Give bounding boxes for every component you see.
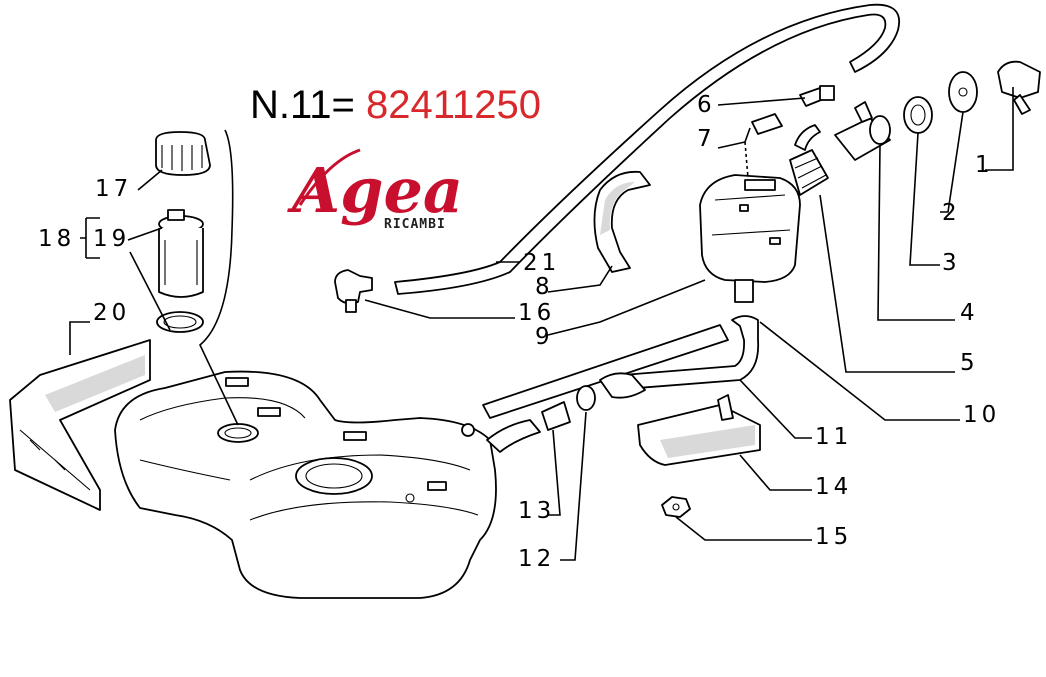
filler-neck <box>486 419 541 453</box>
callout-7: 7 <box>697 126 716 152</box>
callout-13: 13 <box>518 498 555 524</box>
part-19-fuel-pump <box>158 209 204 298</box>
part-2-flange <box>948 71 978 113</box>
callout-10: 10 <box>963 402 1000 428</box>
callout-4: 4 <box>960 300 979 326</box>
fuel-tank <box>114 370 497 599</box>
part-16-valve <box>334 269 373 313</box>
logo-tagline: RICAMBI <box>384 217 446 232</box>
part-1-connector <box>997 60 1041 115</box>
callout-17: 17 <box>95 176 132 202</box>
vent-pipe-11 <box>482 324 729 419</box>
part-21-hose <box>394 3 900 295</box>
part-20-heat-shield <box>9 339 151 511</box>
part-14-shield <box>637 394 761 466</box>
part-4-union <box>834 101 891 161</box>
part-10-tube <box>609 315 760 391</box>
callout-5: 5 <box>960 350 979 376</box>
agea-logo: Agea RICAMBI <box>287 148 463 232</box>
part-17-cap <box>155 131 211 176</box>
part-3-ring <box>903 96 933 134</box>
callout-6: 6 <box>697 92 716 118</box>
part-13-sleeve <box>541 401 571 431</box>
callout-1: 1 <box>975 152 994 178</box>
leader-lines <box>69 87 1014 561</box>
callout-11: 11 <box>815 424 852 450</box>
callout-2: 2 <box>942 200 961 226</box>
callout-15: 15 <box>815 524 852 550</box>
part-15-nut <box>661 496 691 518</box>
callout-12: 12 <box>518 546 555 572</box>
part-11-sleeve <box>599 372 646 399</box>
callout-14: 14 <box>815 474 852 500</box>
callout-20: 20 <box>93 300 130 326</box>
part-number-code: 82411250 <box>366 83 541 127</box>
callout-8: 8 <box>535 274 554 300</box>
callout-18: 18 <box>38 226 75 252</box>
callout-16: 16 <box>518 300 555 326</box>
callout-3: 3 <box>942 250 961 276</box>
part-number-prefix: N.11= <box>250 83 355 127</box>
callout-numbers: 1 2 3 4 5 6 7 8 9 10 11 12 13 14 15 16 1… <box>38 92 1000 572</box>
callout-9: 9 <box>535 324 554 350</box>
part-12-clamp <box>576 385 596 411</box>
part-7-fitting <box>751 113 783 135</box>
callout-21: 21 <box>523 250 560 276</box>
logo-brand: Agea <box>287 154 463 227</box>
part-9-canister <box>699 174 801 303</box>
callout-19: 19 <box>93 226 130 252</box>
part-5-elbow <box>789 124 829 196</box>
